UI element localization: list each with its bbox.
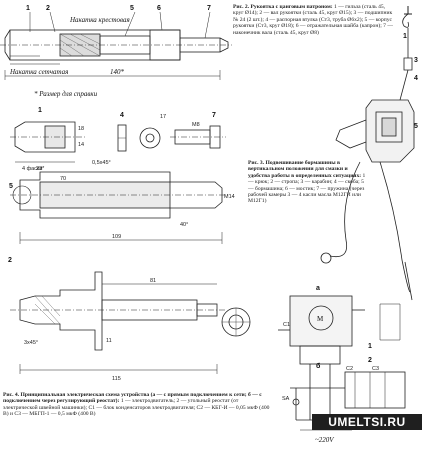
part-2-shaft [10,271,251,374]
sa-label: SA [282,396,290,402]
dim-thread-m14: M14 [224,194,235,200]
circuit-label-1: 1 [368,343,372,350]
dimension-texts: Накатка крестовая Накатка сетчатая 140* … [9,16,334,444]
fig2-caption-body: 1 — гильза (сталь 45, круг Ø14); 2 — вал… [233,4,393,36]
handle-assembly-drawing [0,11,232,80]
fig2-caption-title: Рис. 2. Рукоятка с цанговым патроном: [233,4,333,10]
fig3-caption: Рис. 3. Подвешивание бормашины в вертика… [248,160,368,205]
part-label-2: 2 [8,257,12,264]
hang-label-3: 3 [414,57,418,64]
c2-label: C2 [346,366,353,372]
part-label-7: 7 [212,112,216,119]
dim-part1-length: 23* [36,166,45,172]
fig4-caption: Рис. 4. Принципиальная электрическая схе… [3,392,271,418]
fig4-caption-title: Рис. 4. Принципиальная электрическая схе… [3,392,262,405]
fig3-caption-body: 1 — крюк; 2 — стропа; 3 — карабин; 4 — с… [248,172,366,205]
callout-6: 6 [157,5,161,12]
knurl-mesh-label: Накатка сетчатая [9,68,68,76]
c3-label: C3 [372,366,379,372]
dim-part2-81: 81 [150,278,156,284]
dim-part4: 17 [160,114,166,120]
dim-chamfer: 0,5x45° [92,160,111,166]
part-label-5: 5 [9,183,13,190]
part-5-handle-body [10,171,230,244]
site-watermark: UMELTSI.RU [312,414,422,430]
circuit-label-2: 2 [368,357,372,364]
motor-label: M [317,315,324,323]
hang-label-4: 4 [414,75,418,82]
callout-1: 1 [26,5,30,12]
reference-note: * Размер для справки [34,90,98,98]
circuit-label-b: б [316,362,321,370]
dim-part5-length: 109 [112,234,121,240]
part-7-shaft-tip [170,125,226,149]
part-4-spacer [117,124,161,152]
callout-7: 7 [207,5,211,12]
dim-part2-115: 115 [112,376,121,382]
dim-part2-11: 11 [106,338,112,344]
dim-part1-dia2: 14 [78,142,84,148]
part-label-4: 4 [120,112,124,119]
hang-label-5: 5 [414,123,418,130]
fig4-caption-body: 1 — электродвигатель; 2 — угольный реост… [3,398,270,418]
circuit-schematic [278,295,406,431]
mains-voltage: ~220V [315,436,334,444]
callout-2: 2 [46,5,50,12]
dim-thread-m8: M8 [192,122,200,128]
dim-chamfers: 4 фаски [22,166,42,172]
callout-5: 5 [130,5,134,12]
part-label-1: 1 [38,107,42,114]
hanging-drill-drawing [320,6,415,301]
knurl-cross-label: Накатка крестовая [69,16,130,24]
callouts: 1 2 5 6 7 1 4 7 5 2 1 3 4 5 1 2 a б M C1… [8,5,418,402]
c1-label: C1 [283,322,290,328]
dim-part1-dia: 18 [78,126,84,132]
dim-part2-chamfer: 3x45° [24,340,38,346]
dim-angle: 40° [180,222,188,228]
fig2-caption: Рис. 2. Рукоятка с цанговым патроном: 1 … [233,4,395,36]
overall-length: 140* [110,68,125,76]
hang-label-1: 1 [403,33,407,40]
part-1-sleeve [10,121,85,163]
dim-part5-70: 70 [60,176,66,182]
circuit-label-a: a [316,285,320,292]
fig3-caption-title: Рис. 3. Подвешивание бормашины в вертика… [248,160,362,179]
